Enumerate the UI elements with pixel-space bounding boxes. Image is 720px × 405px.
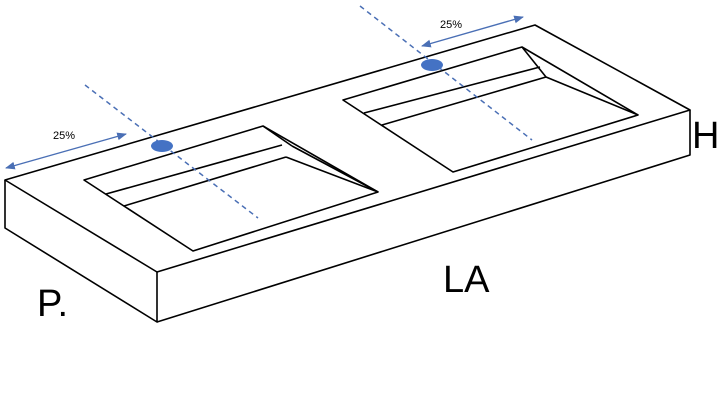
slab-front-edge [4, 180, 158, 323]
right-dimension-label: 25% [440, 19, 462, 31]
right-dimension-arrow-icon [421, 15, 524, 48]
right-basin-drain-slot [381, 76, 547, 126]
slab-side-edge [156, 110, 691, 323]
left-dimension-label: 25% [53, 130, 75, 142]
slab-side-face [157, 110, 690, 322]
depth-label: P. [37, 283, 68, 325]
left-basin-center-axis [84, 84, 259, 219]
right-basin [342, 46, 639, 173]
length-label: LA [443, 259, 490, 301]
left-basin-drain-slot [123, 156, 287, 207]
right-basin-center-axis [359, 5, 533, 141]
left-dimension-arrow-icon [5, 132, 127, 170]
right-basin-slope-edge [521, 46, 547, 78]
right-tap-hole-icon [421, 59, 443, 71]
height-label: H [692, 115, 719, 157]
left-basin-drain-slot [285, 156, 379, 193]
left-basin-slope-edge [262, 125, 293, 147]
left-basin-slope-edge [291, 145, 379, 193]
left-tap-hole-icon [151, 140, 173, 152]
right-basin-slope-edge [545, 76, 639, 116]
slab-front-face [5, 180, 157, 322]
right-basin-drain-slot [363, 66, 541, 114]
countertop-slab [4, 24, 691, 323]
